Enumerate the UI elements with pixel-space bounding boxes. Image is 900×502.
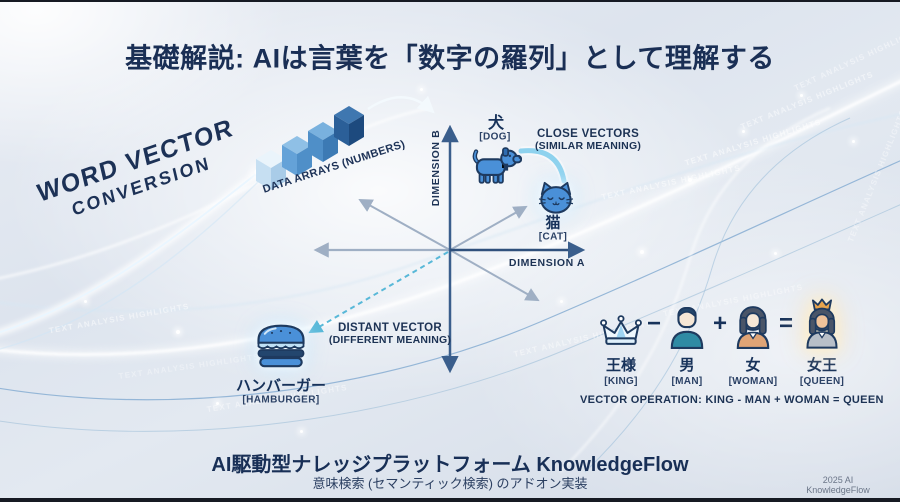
sparkle-dot	[176, 330, 180, 334]
footer-title: AI駆動型ナレッジプラットフォーム KnowledgeFlow	[211, 454, 689, 476]
hamburger-label-jp: ハンバーガー	[235, 377, 327, 395]
king-label-en: [KING]	[604, 376, 638, 387]
top-border	[0, 0, 900, 2]
hamburger-icon	[257, 324, 305, 368]
king-label-jp: 王様	[605, 357, 636, 374]
cat-icon	[538, 181, 574, 214]
close-vectors-line1: CLOSE VECTORS	[536, 128, 640, 140]
vector-equation: 王様 [KING] − 男 [MAN] +	[580, 296, 884, 408]
sparkle-dot	[742, 130, 745, 133]
queen-icon	[802, 296, 842, 350]
dimension-b-label: DIMENSION B	[430, 129, 442, 207]
distant-vector-line2: (DIFFERENT MEANING)	[328, 334, 452, 346]
cat-label-en: [CAT]	[538, 231, 568, 243]
footer-credit: 2025 AI KnowledgeFlow	[806, 475, 870, 495]
equation-item-woman: 女 [WOMAN]	[716, 296, 790, 387]
distant-vector-line1: DISTANT VECTOR	[337, 322, 443, 334]
bottom-border	[0, 498, 900, 502]
cat-label-jp: 猫	[545, 214, 561, 232]
woman-label-jp: 女	[745, 357, 761, 374]
queen-label-en: [QUEEN]	[799, 376, 845, 387]
equation-item-king: 王様 [KING]	[584, 296, 658, 387]
sparkle-dot	[420, 88, 423, 91]
close-vectors-line2: (SIMILAR MEANING)	[534, 140, 642, 152]
sparkle-dot	[640, 250, 644, 254]
footer-subtitle: 意味検索 (セマンティック検索) のアドオン実装	[312, 476, 588, 491]
sparkle-dot	[774, 252, 777, 255]
man-label-en: [MAN]	[671, 376, 703, 387]
plus-operator: +	[712, 310, 728, 337]
sparkle-dot	[688, 178, 692, 182]
sparkle-dot	[852, 140, 855, 143]
sparkle-dot	[84, 300, 87, 303]
woman-label-en: [WOMAN]	[728, 376, 778, 387]
sparkle-dot	[800, 94, 803, 97]
vector-operation-caption: VECTOR OPERATION: KING - MAN + WOMAN = Q…	[580, 394, 884, 406]
sparkle-dot	[216, 402, 219, 405]
hamburger-label-en: [HAMBURGER]	[242, 394, 320, 406]
man-label-jp: 男	[679, 357, 695, 374]
equation-item-queen: 女王 [QUEEN]	[785, 296, 859, 387]
dog-icon	[472, 147, 522, 184]
man-icon	[668, 296, 706, 350]
minus-operator: −	[646, 310, 662, 337]
woman-icon	[734, 296, 772, 350]
sparkle-dot	[300, 430, 303, 433]
distant-vector-annotation: DISTANT VECTOR (DIFFERENT MEANING)	[329, 322, 451, 346]
dog-label-jp: 犬	[487, 115, 505, 132]
queen-label-jp: 女王	[806, 357, 837, 374]
dog-label-en: [DOG]	[479, 131, 511, 143]
crown-icon	[599, 296, 643, 350]
equals-operator: =	[778, 310, 794, 337]
sparkle-dot	[560, 300, 563, 303]
data-cubes-icon	[256, 106, 364, 190]
close-vectors-annotation: CLOSE VECTORS (SIMILAR MEANING)	[535, 128, 641, 152]
page-title: 基礎解説: AIは言葉を「数字の羅列」として理解する	[125, 43, 775, 74]
equation-item-man: 男 [MAN]	[650, 296, 724, 387]
dimension-a-label: DIMENSION A	[508, 257, 586, 269]
